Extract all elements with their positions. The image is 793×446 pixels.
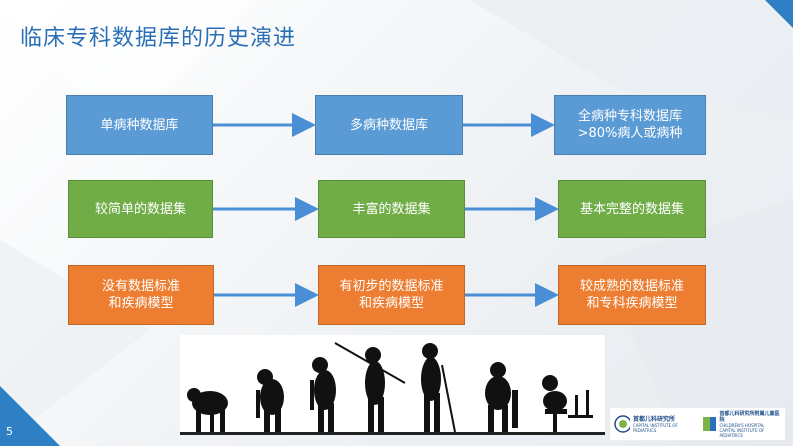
logo-capital-institute: 首都儿科研究所 CAPITAL INSTITUTE OF PEDIATRICS	[614, 415, 695, 433]
logo-left-cn: 首都儿科研究所	[632, 415, 675, 423]
human-evolution-image	[180, 335, 605, 435]
slide-title: 临床专科数据库的历史演进	[20, 26, 297, 51]
box-multi-disease-db: 多病种数据库	[315, 95, 463, 155]
evolution-silhouettes	[180, 342, 605, 435]
institution-logos: 首都儿科研究所 CAPITAL INSTITUTE OF PEDIATRICS …	[610, 408, 785, 440]
box-complete-dataset: 基本完整的数据集	[558, 180, 706, 238]
logo-right-en1: CHILDREN'S HOSPITAL	[719, 422, 765, 428]
box-all-disease-db: 全病种专科数据库 >80%病人或病种	[554, 95, 706, 155]
box-mature-standard: 较成熟的数据标准 和专科疾病模型	[558, 265, 706, 325]
corner-accent-bottom-left	[0, 386, 60, 446]
hospital-emblem-icon	[702, 417, 717, 431]
logo-left-en: CAPITAL INSTITUTE OF PEDIATRICS	[632, 422, 678, 433]
box-simple-dataset: 较简单的数据集	[68, 180, 213, 238]
logo-childrens-hospital: 首都儿科研究所附属儿童医院 CHILDREN'S HOSPITAL CAPITA…	[701, 411, 782, 438]
page-number: 5	[6, 425, 13, 438]
box-no-standard: 没有数据标准 和疾病模型	[68, 265, 214, 325]
corner-accent-top-right	[765, 0, 793, 28]
logo-right-en2: CAPITAL INSTITUTE OF PEDIATRICS	[719, 427, 765, 438]
box-single-disease-db: 单病种数据库	[66, 95, 213, 155]
logo-right-cn: 首都儿科研究所附属儿童医院	[719, 410, 780, 423]
institute-emblem-icon	[614, 415, 630, 433]
box-initial-standard: 有初步的数据标准 和疾病模型	[318, 265, 465, 325]
